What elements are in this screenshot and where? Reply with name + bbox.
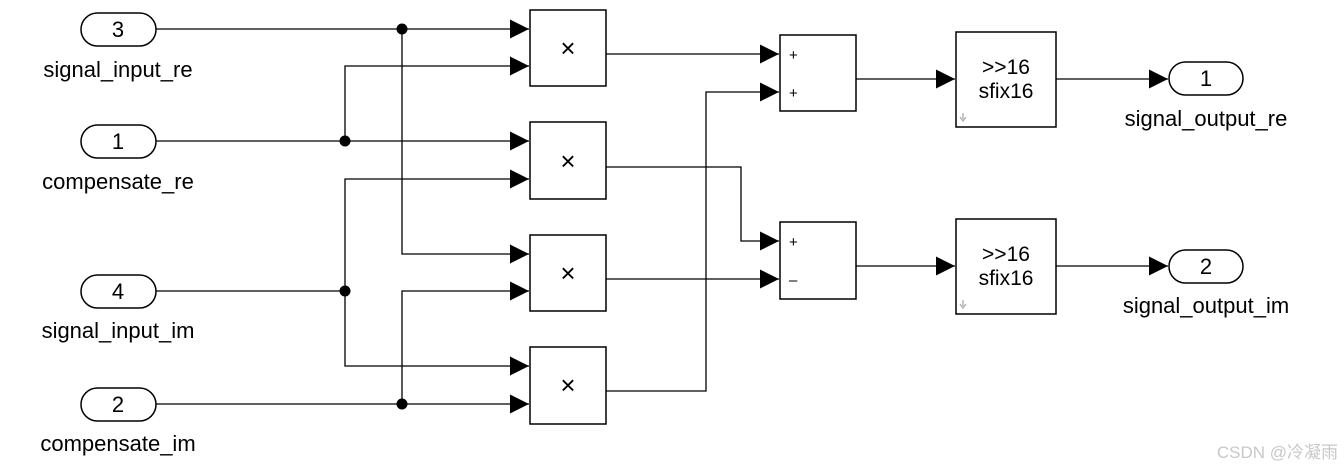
inport-number: 1 xyxy=(112,129,124,154)
outport-label: signal_output_im xyxy=(1123,293,1289,318)
conversion-shift-label: >>16 xyxy=(982,243,1030,266)
multiply-icon: × xyxy=(560,146,575,176)
junction-dot xyxy=(339,285,351,297)
branch-points xyxy=(339,23,408,410)
outport-label: signal_output_re xyxy=(1125,106,1288,131)
wire-comp-re-to-prod1 xyxy=(344,56,529,141)
multiply-icon: × xyxy=(560,33,575,63)
down-arrow-icon xyxy=(959,300,967,310)
outport-signal-output-re[interactable]: 1 signal_output_re xyxy=(1125,61,1288,131)
inport-number: 3 xyxy=(112,17,124,42)
outport-number: 2 xyxy=(1200,254,1212,279)
conversion-type-label: sfix16 xyxy=(979,80,1034,103)
product-block-2[interactable]: × xyxy=(529,121,607,200)
conversion-shift-label: >>16 xyxy=(982,56,1030,79)
sum-sign-2: + xyxy=(789,85,798,102)
inport-label: signal_input_re xyxy=(43,57,192,82)
sum-sign-2: – xyxy=(789,272,798,289)
inport-number: 4 xyxy=(112,279,124,304)
junction-dot xyxy=(396,23,408,35)
wire-comp-im-to-prod3 xyxy=(401,281,529,404)
outport-number: 1 xyxy=(1200,66,1212,91)
signal-lines xyxy=(156,19,1168,414)
product-block-1[interactable]: × xyxy=(529,9,607,87)
inport-signal-input-re[interactable]: 3 signal_input_re xyxy=(43,12,193,82)
conversion-type-label: sfix16 xyxy=(979,267,1034,290)
inport-number: 2 xyxy=(112,392,124,417)
inport-label: compensate_im xyxy=(40,431,195,456)
conversion-block-im[interactable]: >>16 sfix16 xyxy=(955,218,1057,315)
conversion-block-re[interactable]: >>16 sfix16 xyxy=(955,31,1057,128)
sum-sign-1: + xyxy=(789,234,798,251)
wire-prod2-to-sum-im xyxy=(606,166,779,251)
junction-dot xyxy=(396,398,408,410)
sum-block-re[interactable]: + + xyxy=(779,34,857,112)
junction-dot xyxy=(339,135,351,147)
wire-signal-im-to-prod2 xyxy=(344,169,529,291)
sum-block-im[interactable]: + – xyxy=(779,221,857,300)
multiply-icon: × xyxy=(560,370,575,400)
down-arrow-icon xyxy=(959,113,967,123)
product-block-4[interactable]: × xyxy=(529,346,607,425)
watermark-text: CSDN @冷凝雨 xyxy=(1217,443,1338,462)
inport-signal-input-im[interactable]: 4 signal_input_im xyxy=(42,274,195,343)
product-block-3[interactable]: × xyxy=(529,234,607,312)
wire-prod4-to-sum-re xyxy=(606,82,779,392)
outport-signal-output-im[interactable]: 2 signal_output_im xyxy=(1123,249,1289,318)
inport-label: compensate_re xyxy=(42,169,194,194)
inport-compensate-im[interactable]: 2 compensate_im xyxy=(40,387,196,456)
inport-compensate-re[interactable]: 1 compensate_re xyxy=(42,124,194,194)
wire-signal-re-to-prod3 xyxy=(401,29,529,264)
sum-sign-1: + xyxy=(789,47,798,64)
multiply-icon: × xyxy=(560,258,575,288)
wire-signal-im-to-prod4 xyxy=(344,291,529,376)
inport-label: signal_input_im xyxy=(42,318,195,343)
